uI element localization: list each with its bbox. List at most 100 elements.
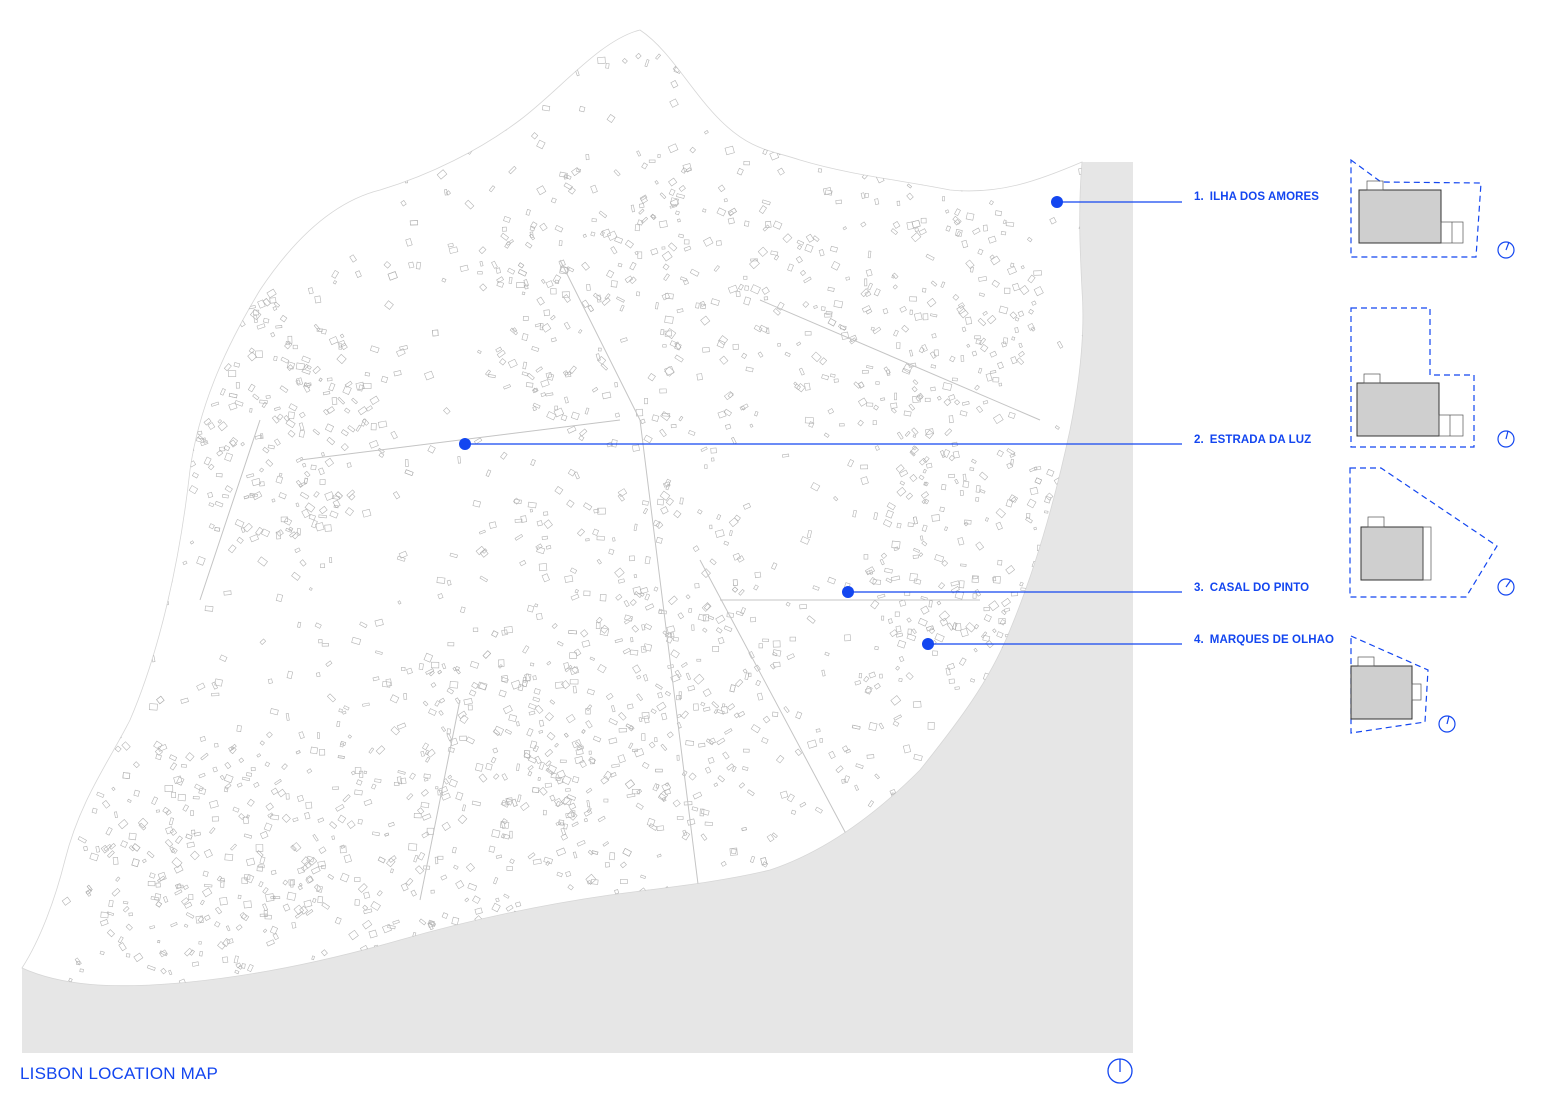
building-footprint [650,213,657,221]
building-footprint [279,385,289,394]
building-footprint [787,263,794,272]
building-footprint [531,346,540,352]
building-footprint [288,879,295,886]
building-footprint [754,571,762,579]
building-footprint [977,248,984,256]
site-label-2[interactable]: 2.ESTRADA DA LUZ [1194,434,1311,446]
building-footprint [707,615,715,621]
building-footprint [911,427,919,436]
building-footprint [149,872,156,879]
site-label-1[interactable]: 1.ILHA DOS AMORES [1194,191,1319,203]
building-footprint [728,517,739,528]
building-footprint [498,659,505,667]
building-footprint [804,416,814,424]
building-footprint [606,230,618,241]
building-footprint [541,535,549,541]
building-footprint [613,169,621,177]
building-footprint [600,624,609,634]
building-footprint [115,561,120,565]
building-footprint [277,788,287,798]
building-footprint [896,342,901,349]
building-footprint [461,804,467,812]
building-footprint [507,267,516,275]
building-footprint [686,818,696,826]
building-footprint [482,650,492,659]
building-footprint [166,408,173,414]
building-footprint [509,830,513,839]
site-marker-1[interactable] [1051,196,1063,208]
building-footprint [688,772,697,781]
building-footprint [258,881,264,888]
building-footprint [228,370,237,377]
building-footprint [428,708,437,716]
building-footprint [549,794,556,802]
building-footprint [288,47,295,52]
building-footprint [67,117,73,125]
building-footprint [592,292,602,301]
building-footprint [854,70,862,78]
building-footprint [86,511,94,519]
building-footprint [99,410,107,418]
building-footprint [546,660,552,666]
building-footprint [536,139,546,150]
building-footprint [305,876,314,884]
building-footprint [498,664,503,669]
building-footprint [208,281,213,288]
building-footprint [111,183,118,190]
building-footprint [271,498,276,503]
building-footprint [944,526,948,531]
building-footprint [758,643,764,649]
site-label-3[interactable]: 3.CASAL DO PINTO [1194,582,1309,594]
building-footprint [270,787,279,796]
building-footprint [733,712,740,719]
building-footprint [172,353,182,361]
building-footprint [451,846,457,854]
building-footprint [424,749,430,756]
building-footprint [278,492,287,500]
building-footprint [643,434,653,444]
building-footprint [164,488,173,495]
building-footprint [890,407,897,414]
building-footprint [614,412,620,418]
site-marker-2[interactable] [459,438,471,450]
building-footprint [926,625,935,632]
building-footprint [599,230,605,237]
building-footprint [487,374,496,379]
building-footprint [208,523,215,530]
building-footprint [941,151,948,159]
building-footprint [224,783,232,790]
building-footprint [930,313,938,318]
building-footprint [125,923,133,931]
site-marker-4[interactable] [922,638,934,650]
building-footprint [670,649,680,659]
building-footprint [275,325,283,329]
building-footprint [872,420,877,426]
building-footprint [322,391,331,396]
building-footprint [664,782,669,787]
building-footprint [691,806,699,812]
site-label-4[interactable]: 4.MARQUES DE OLHAO [1194,634,1334,646]
building-footprint [901,103,910,111]
building-footprint [308,857,318,866]
building-footprint [141,407,151,415]
building-footprint [815,728,821,733]
building-footprint [682,163,692,173]
building-footprint [612,537,616,542]
building-footprint [880,397,886,402]
building-footprint [911,219,921,229]
building-footprint [681,770,688,777]
building-footprint [350,770,356,776]
building-footprint [318,749,326,756]
site-marker-3[interactable] [842,586,854,598]
building-footprint [164,838,174,848]
building-footprint [270,332,276,338]
building-footprint [320,328,327,335]
building-footprint [563,173,572,180]
building-footprint [617,262,623,268]
building-footprint [329,821,338,829]
building-footprint [938,610,950,622]
building-footprint [890,402,898,409]
building-footprint [503,893,510,899]
building-footprint [655,53,662,60]
building-footprint [559,265,570,275]
